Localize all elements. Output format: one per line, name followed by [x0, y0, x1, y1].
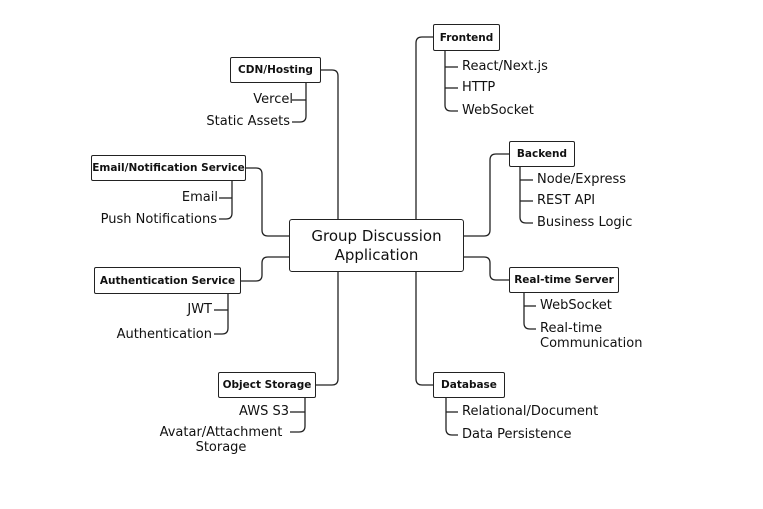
- central-topic[interactable]: Group Discussion Application: [289, 219, 464, 272]
- frontend-item-websocket: WebSocket: [462, 103, 534, 118]
- backend-label: Backend: [516, 148, 568, 160]
- cdn-item-static-assets: Static Assets: [206, 114, 290, 129]
- frontend-item-react: React/Next.js: [462, 59, 548, 74]
- object-storage-label: Object Storage: [222, 379, 312, 391]
- authentication-service-node[interactable]: Authentication Service: [94, 267, 241, 294]
- realtime-item-websocket: WebSocket: [540, 298, 612, 313]
- email-notification-label: Email/Notification Service: [92, 162, 245, 174]
- frontend-item-http: HTTP: [462, 80, 496, 95]
- database-item-relational: Relational/Document: [462, 404, 599, 419]
- frontend-label: Frontend: [439, 31, 494, 44]
- auth-item-authentication: Authentication: [116, 327, 212, 342]
- frontend-node[interactable]: Frontend: [433, 24, 500, 51]
- email-item-push: Push Notifications: [100, 212, 217, 227]
- database-item-persistence: Data Persistence: [462, 427, 572, 442]
- storage-item-avatar-line-1: Avatar/Attachment: [159, 425, 283, 440]
- backend-item-business-logic: Business Logic: [537, 215, 633, 230]
- database-node[interactable]: Database: [433, 372, 505, 398]
- realtime-item-communication-line-2: Communication: [540, 336, 643, 351]
- authentication-service-label: Authentication Service: [99, 274, 236, 287]
- cdn-hosting-node[interactable]: CDN/Hosting: [230, 57, 321, 83]
- email-item-email: Email: [181, 190, 218, 205]
- email-notification-node[interactable]: Email/Notification Service: [91, 155, 246, 181]
- storage-item-avatar: Avatar/Attachment Storage: [155, 425, 287, 455]
- auth-item-jwt: JWT: [187, 302, 212, 317]
- realtime-server-label: Real-time Server: [514, 274, 614, 286]
- cdn-item-vercel: Vercel: [253, 92, 293, 107]
- database-label: Database: [441, 379, 497, 391]
- storage-item-avatar-line-2: Storage: [195, 440, 247, 455]
- backend-item-rest-api: REST API: [537, 193, 596, 208]
- backend-item-node-express: Node/Express: [537, 172, 627, 187]
- central-topic-line-2: Application: [334, 245, 419, 264]
- realtime-item-communication: Real-time Communication: [540, 321, 642, 351]
- realtime-item-communication-line-1: Real-time: [540, 321, 603, 336]
- cdn-hosting-label: CDN/Hosting: [238, 64, 313, 76]
- central-topic-line-1: Group Discussion: [311, 226, 442, 245]
- backend-node[interactable]: Backend: [509, 141, 575, 167]
- object-storage-node[interactable]: Object Storage: [218, 372, 316, 398]
- storage-item-aws-s3: AWS S3: [239, 404, 289, 419]
- realtime-server-node[interactable]: Real-time Server: [509, 267, 619, 293]
